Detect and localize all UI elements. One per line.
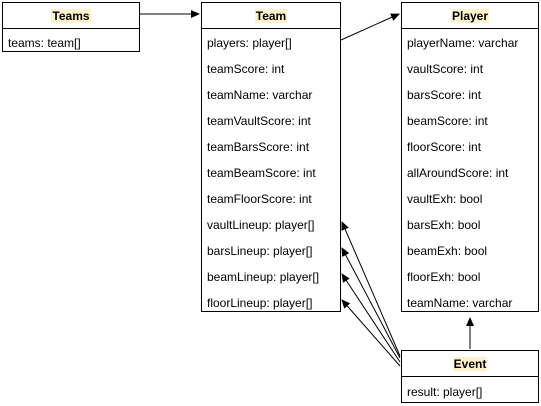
- event-class-box[interactable]: Event result: player[]: [401, 350, 539, 403]
- event-to-beam-lineup-arrow: [341, 273, 401, 363]
- team-field-team-vault-score: teamVaultScore: int: [207, 114, 311, 128]
- teams-class-box[interactable]: Teams teams: team[]: [2, 2, 140, 52]
- player-class-box[interactable]: Player playerName: varchar vaultScore: i…: [401, 2, 539, 312]
- player-field-all-around-score: allAroundScore: int: [407, 166, 509, 180]
- team-field-team-score: teamScore: int: [207, 62, 285, 76]
- player-field-bars-score: barsScore: int: [407, 88, 482, 102]
- team-field-players: players: player[]: [207, 36, 292, 50]
- teams-class-header: Teams: [3, 3, 139, 29]
- event-class-name: Event: [452, 356, 488, 371]
- team-class-header: Team: [202, 3, 340, 29]
- event-to-vault-lineup-arrow: [341, 221, 401, 357]
- player-field-beam-exh: beamExh: bool: [407, 244, 488, 258]
- team-field-team-bars-score: teamBarsScore: int: [207, 140, 310, 154]
- team-class-box[interactable]: Team players: player[] teamScore: int te…: [201, 2, 341, 312]
- team-field-team-name: teamName: varchar: [207, 88, 313, 102]
- player-field-vault-score: vaultScore: int: [407, 62, 484, 76]
- event-field-result: result: player[]: [407, 385, 483, 399]
- team-class-name: Team: [254, 8, 288, 23]
- player-field-team-name: teamName: varchar: [407, 296, 513, 310]
- event-to-bars-lineup-arrow: [341, 247, 401, 359]
- event-to-floor-lineup-arrow: [341, 299, 401, 367]
- player-field-floor-score: floorScore: int: [407, 140, 482, 154]
- player-field-floor-exh: floorExh: bool: [407, 270, 481, 284]
- player-class-header: Player: [402, 3, 538, 29]
- team-field-bars-lineup: barsLineup: player[]: [207, 244, 313, 258]
- teams-class-name: Teams: [51, 8, 91, 23]
- player-field-beam-score: beamScore: int: [407, 114, 488, 128]
- team-field-floor-lineup: floorLineup: player[]: [207, 296, 313, 310]
- team-field-team-floor-score: teamFloorScore: int: [207, 192, 312, 206]
- event-class-header: Event: [402, 351, 538, 377]
- player-field-vault-exh: vaultExh: bool: [407, 192, 483, 206]
- team-field-team-beam-score: teamBeamScore: int: [207, 166, 316, 180]
- player-field-player-name: playerName: varchar: [407, 36, 519, 50]
- player-class-name: Player: [450, 8, 490, 23]
- teams-field: teams: team[]: [8, 36, 81, 50]
- team-to-player-arrow: [340, 13, 400, 41]
- player-field-bars-exh: barsExh: bool: [407, 218, 481, 232]
- team-field-vault-lineup: vaultLineup: player[]: [207, 218, 315, 232]
- team-field-beam-lineup: beamLineup: player[]: [207, 270, 320, 284]
